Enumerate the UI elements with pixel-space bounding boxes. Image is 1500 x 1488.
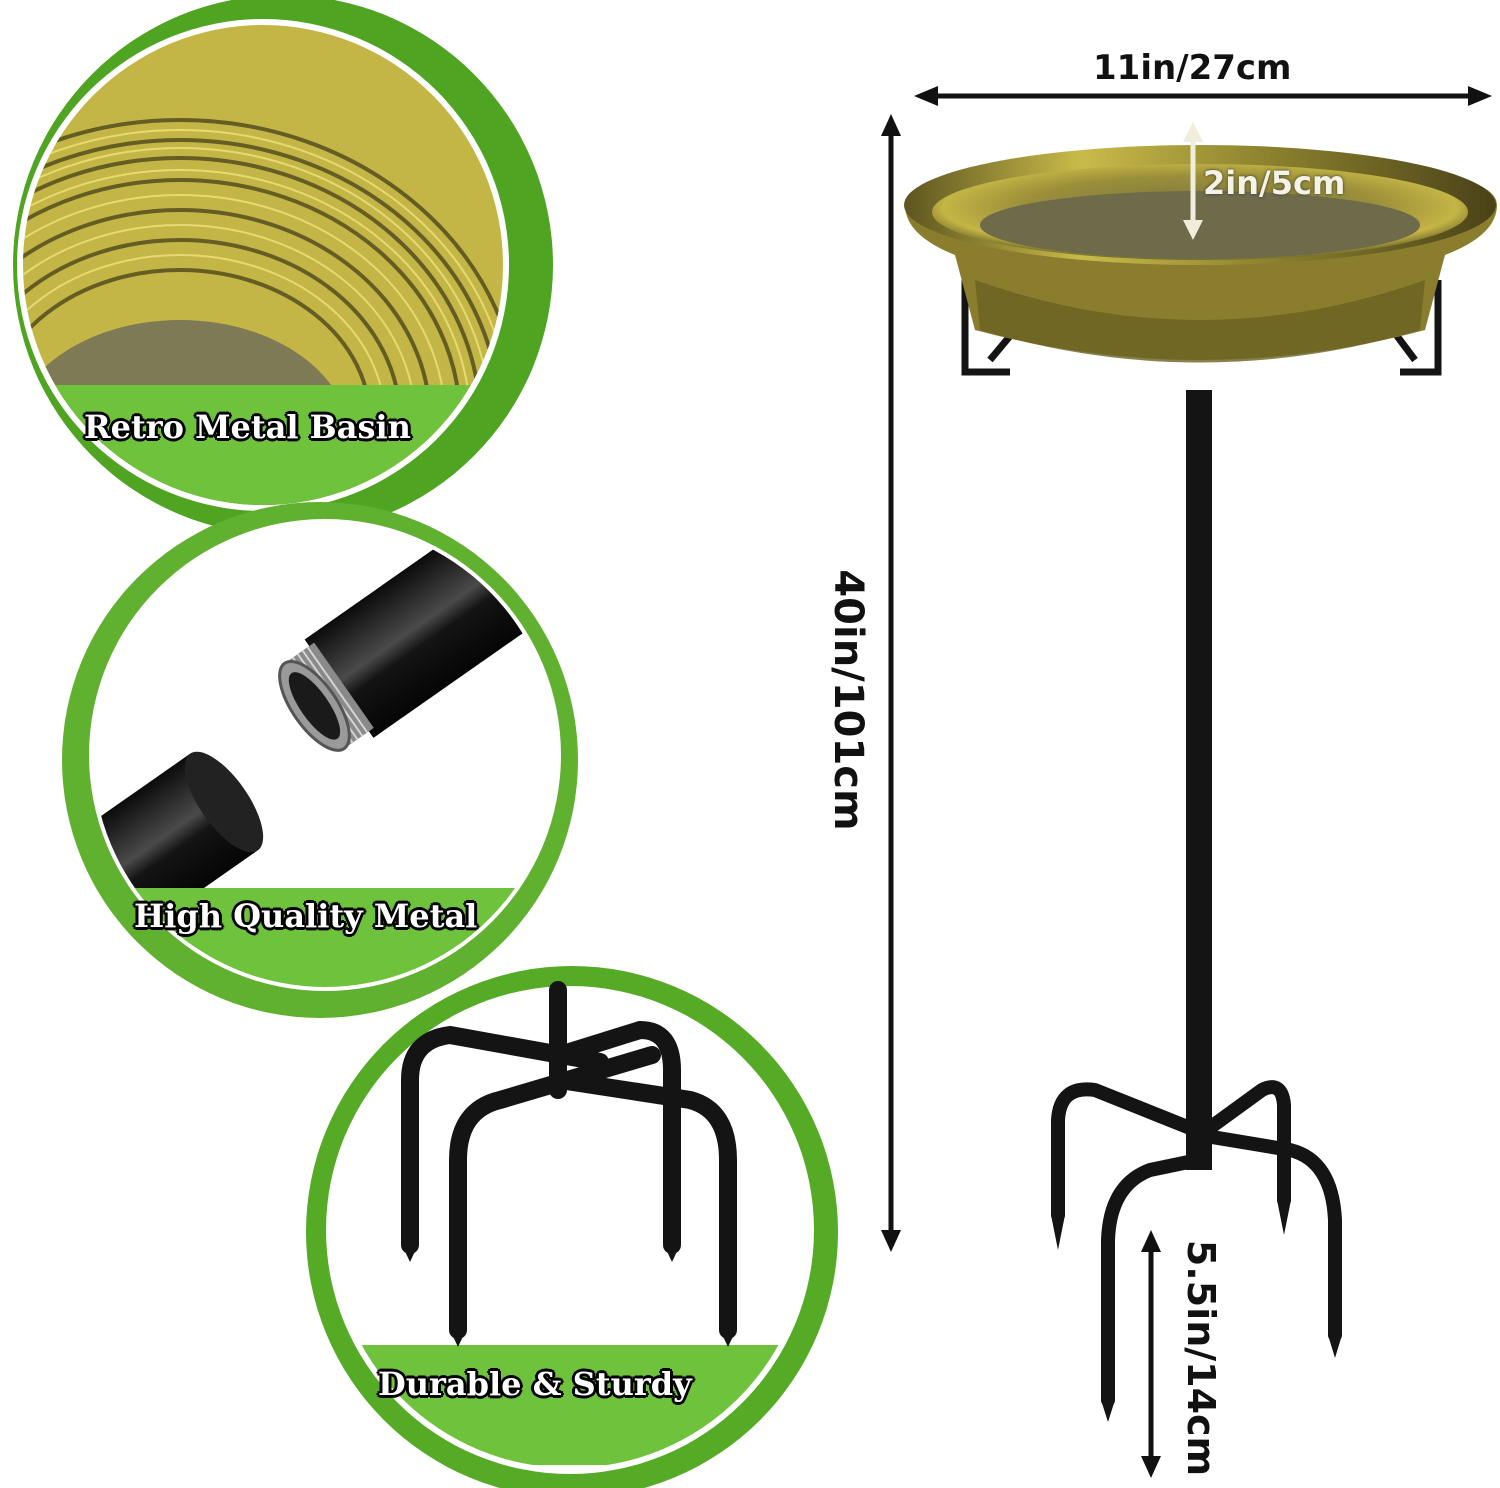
feature-label-sturdy: Durable & Sturdy (378, 1365, 692, 1403)
height-arrow (881, 114, 901, 1252)
feature-circle-stake (306, 966, 838, 1488)
stake-arrow (1141, 1230, 1161, 1478)
dimension-stake-label: 5.5in/14cm (1179, 1239, 1223, 1477)
feature-circle-basin (13, 0, 553, 535)
bird-bath-product (904, 145, 1497, 1422)
dimension-height-label: 40in/101cm (825, 569, 871, 831)
width-arrow (914, 86, 1492, 106)
dimension-arrows (881, 86, 1492, 1478)
dimension-depth-label: 2in/5cm (1203, 164, 1346, 202)
dimension-width-label: 11in/27cm (1093, 48, 1292, 88)
depth-arrow (1183, 122, 1203, 240)
feature-label-basin: Retro Metal Basin (84, 408, 411, 446)
feature-label-metal: High Quality Metal (134, 897, 478, 935)
